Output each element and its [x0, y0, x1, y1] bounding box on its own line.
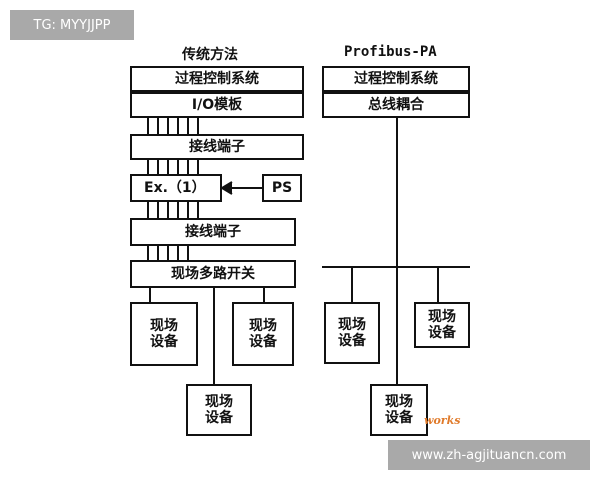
- wire-bundle-ex-terminal: [147, 202, 199, 218]
- site-watermark: www.zh-agjituancn.com: [388, 440, 590, 470]
- brand-watermark: works: [424, 414, 461, 427]
- left-title: 传统方法: [182, 47, 238, 63]
- left-terminal-box-1: 接线端子: [130, 134, 304, 160]
- left-field-device-3: 现场 设备: [186, 384, 252, 436]
- multiplexer-box: 现场多路开关: [130, 260, 296, 288]
- bus-coupler-box: 总线耦合: [322, 92, 470, 118]
- wire-bundle-terminal-mux: [147, 246, 189, 260]
- ps-box: PS: [262, 174, 302, 202]
- left-field-device-1: 现场 设备: [130, 302, 198, 366]
- left-field-device-2: 现场 设备: [232, 302, 294, 366]
- wire-bundle-io-terminal: [147, 118, 199, 134]
- right-title: Profibus-PA: [344, 44, 437, 60]
- right-field-device-3: 现场 设备: [370, 384, 428, 436]
- ex-box: Ex.（1）: [130, 174, 222, 202]
- wire-bundle-terminal-ex: [147, 160, 199, 174]
- left-terminal-box-2: 接线端子: [130, 218, 296, 246]
- right-field-device-1: 现场 设备: [324, 302, 380, 364]
- right-field-device-2: 现场 设备: [414, 302, 470, 348]
- tag-watermark: TG: MYYJJPP: [10, 10, 134, 40]
- right-process-control-box: 过程控制系统: [322, 66, 470, 92]
- ps-arrow-head: [220, 181, 233, 195]
- left-io-module-box: I/O模板: [130, 92, 304, 118]
- left-process-control-box: 过程控制系统: [130, 66, 304, 92]
